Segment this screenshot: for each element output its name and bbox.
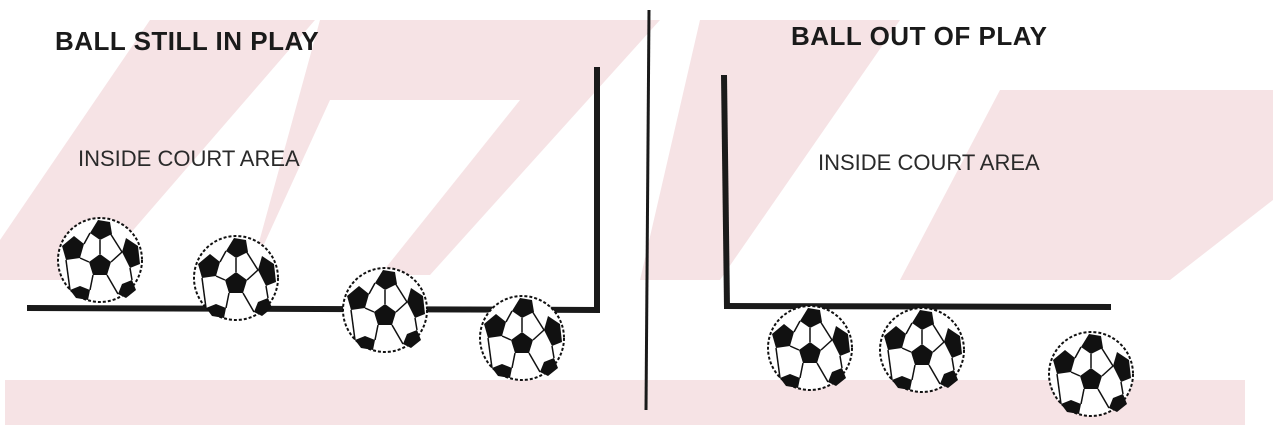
soccer-ball-icon: [768, 306, 852, 390]
soccer-ball-icon: [58, 218, 142, 302]
left-panel-heading: BALL STILL IN PLAY: [55, 26, 319, 57]
soccer-ball-icon: [480, 296, 564, 380]
soccer-ball-icon: [880, 308, 964, 392]
soccer-ball-icon: [194, 236, 278, 320]
right-panel-heading: BALL OUT OF PLAY: [791, 21, 1047, 52]
left-inside-court-label: INSIDE COURT AREA: [78, 146, 300, 172]
soccer-ball-icon: [1049, 332, 1133, 416]
soccer-ball-icon: [343, 268, 427, 352]
panel-divider: [646, 10, 649, 410]
right-inside-court-label: INSIDE COURT AREA: [818, 150, 1040, 176]
